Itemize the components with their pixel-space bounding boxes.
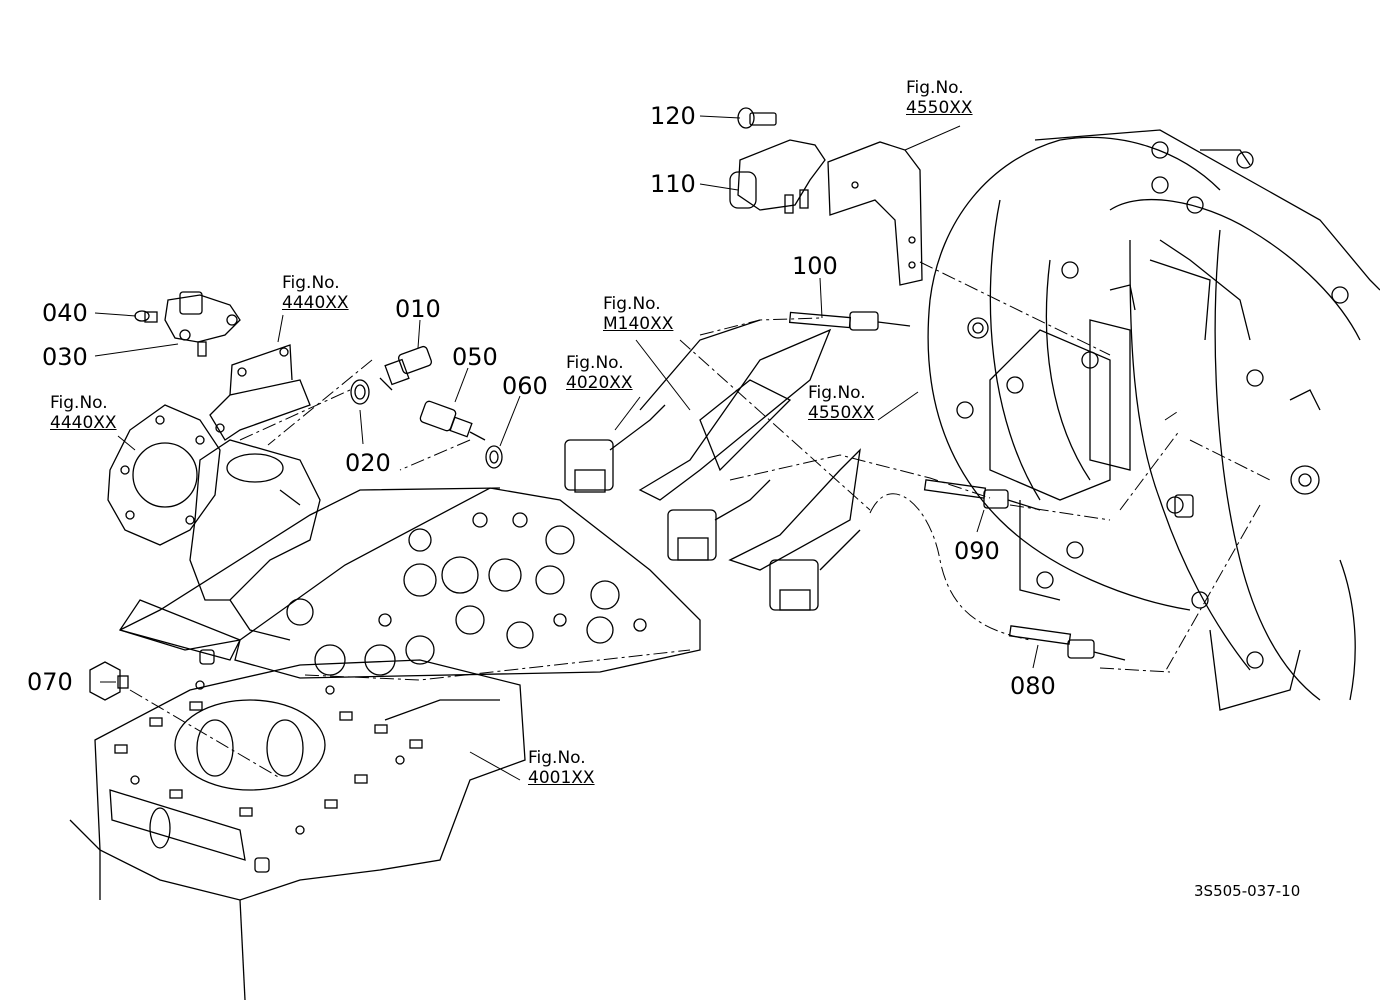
drawing-code: 3S505-037-10	[1194, 882, 1301, 900]
block-holes	[114, 680, 423, 835]
fig-ref-number: 4550XX	[808, 403, 875, 423]
connector-c	[769, 559, 819, 611]
pressure-sensor-110	[729, 139, 826, 214]
fig-ref-title: Fig.No.	[528, 748, 586, 768]
exhaust-housing	[927, 129, 1380, 711]
part-label-070: 070	[27, 668, 73, 696]
connector-a	[564, 439, 614, 493]
temp-sensor-090	[923, 479, 1041, 511]
part-label-110: 110	[650, 170, 696, 198]
sensor-070	[89, 661, 129, 701]
bracket-4440	[209, 344, 311, 441]
sensor-010	[379, 345, 433, 391]
part-label-120: 120	[650, 102, 696, 130]
fig-ref-4550-top: Fig.No. 4550XX	[906, 80, 973, 117]
engine-block	[69, 659, 526, 1001]
connector-b	[667, 509, 717, 561]
elbow-pipe	[189, 439, 321, 641]
harness-connectors	[564, 319, 861, 611]
fig-ref-number: 4001XX	[528, 768, 595, 788]
fig-ref-title: Fig.No.	[603, 294, 661, 314]
bracket-4550	[827, 141, 923, 286]
leader-lines	[94, 115, 1039, 781]
fig-ref-number: 4550XX	[906, 98, 973, 118]
temp-sensor-080	[1008, 625, 1126, 661]
part-label-080: 080	[1010, 672, 1056, 700]
fig-ref-title: Fig.No.	[50, 393, 108, 413]
bolt-120	[737, 107, 777, 129]
cylinder-head	[118, 487, 701, 679]
fig-ref-number: 4440XX	[282, 293, 349, 313]
part-label-030: 030	[42, 343, 88, 371]
part-label-040: 040	[42, 299, 88, 327]
part-label-010: 010	[395, 295, 441, 323]
fig-ref-4440-bracket: Fig.No. 4440XX	[282, 275, 349, 312]
part-label-050: 050	[452, 343, 498, 371]
part-label-020: 020	[345, 449, 391, 477]
fig-ref-title: Fig.No.	[282, 273, 340, 293]
temp-sensor-100	[788, 311, 911, 331]
washer-020	[350, 379, 370, 405]
gasket-4440	[107, 404, 221, 546]
fig-ref-4440-gasket: Fig.No. 4440XX	[50, 395, 117, 432]
sensor-030	[164, 291, 241, 357]
bolt-040	[134, 310, 158, 323]
sensor-050	[419, 400, 486, 441]
part-label-100: 100	[792, 252, 838, 280]
fig-ref-number: 4440XX	[50, 413, 117, 433]
washer-060	[485, 445, 503, 469]
fig-ref-4001: Fig.No. 4001XX	[528, 750, 595, 787]
fig-ref-4020: Fig.No. 4020XX	[566, 355, 633, 392]
part-label-090: 090	[954, 537, 1000, 565]
fig-ref-4550-mid: Fig.No. 4550XX	[808, 385, 875, 422]
fig-ref-m140: Fig.No. M140XX	[603, 296, 673, 333]
part-label-060: 060	[502, 372, 548, 400]
fig-ref-title: Fig.No.	[808, 383, 866, 403]
fig-ref-title: Fig.No.	[566, 353, 624, 373]
fig-ref-number: M140XX	[603, 314, 674, 334]
fig-ref-number: 4020XX	[566, 373, 633, 393]
fig-ref-title: Fig.No.	[906, 78, 964, 98]
